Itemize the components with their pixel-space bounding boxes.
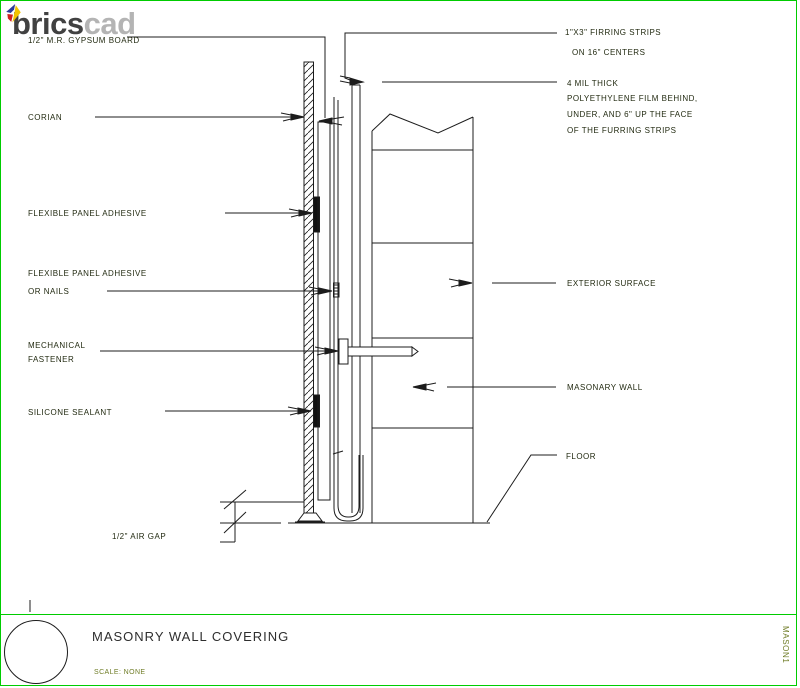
detail-drawing-linework xyxy=(29,32,557,612)
furring-strip xyxy=(351,84,361,513)
bricscad-logo-text: bricscad xyxy=(12,8,136,39)
logo-brand-dark: brics xyxy=(12,6,84,41)
label-poly-film-1: 4 MIL THICK xyxy=(567,79,619,88)
label-masonry-wall: MASONARY WALL xyxy=(567,383,643,392)
label-fastener-1: MECHANICAL xyxy=(28,341,86,350)
logo-brand-light: cad xyxy=(83,6,136,41)
panel-adhesive-blob xyxy=(313,196,320,233)
drawing-title: MASONRY WALL COVERING xyxy=(92,629,290,644)
drawing-scale: SCALE: NONE xyxy=(94,669,146,676)
leader-arrows xyxy=(280,75,473,416)
detail-bubble xyxy=(4,620,68,684)
label-firring-strips-1: 1"X3" FIRRING STRIPS xyxy=(565,28,662,37)
label-panel-adhesive: FLEXIBLE PANEL ADHESIVE xyxy=(28,209,147,218)
label-fastener-2: FASTENER xyxy=(28,355,75,364)
sheet-number: MASON1 xyxy=(781,626,790,664)
titleblock-divider xyxy=(0,614,797,615)
label-adhesive-nails-1: FLEXIBLE PANEL ADHESIVE xyxy=(28,269,147,278)
label-air-gap: 1/2" AIR GAP xyxy=(112,532,167,541)
label-floor: FLOOR xyxy=(566,452,597,461)
label-gypsum-board: 1/2" M.R. GYPSUM BOARD xyxy=(28,36,140,45)
bricscad-logo: bricscad xyxy=(6,4,136,39)
leader-lines xyxy=(95,32,557,523)
label-adhesive-nails-2: OR NAILS xyxy=(28,287,70,296)
bricscad-logo-icon xyxy=(6,4,21,23)
adhesive-dab xyxy=(333,282,340,298)
label-silicone-sealant: SILICONE SEALANT xyxy=(28,408,113,417)
label-poly-film-2: POLYETHYLENE FILM BEHIND, xyxy=(567,94,698,103)
polyethylene-film xyxy=(332,97,364,522)
floor-break xyxy=(220,489,304,543)
label-exterior-surface: EXTERIOR SURFACE xyxy=(567,279,656,288)
masonry-wall xyxy=(371,113,474,523)
label-firring-strips-2: ON 16" CENTERS xyxy=(572,48,646,57)
silicone-sealant-blob xyxy=(313,394,320,428)
mechanical-fastener xyxy=(338,338,419,365)
label-corian: CORIAN xyxy=(28,113,63,122)
label-poly-film-4: OF THE FURRING STRIPS xyxy=(567,126,677,135)
label-poly-film-3: UNDER, AND 6" UP THE FACE xyxy=(567,110,693,119)
gypsum-board xyxy=(317,121,331,501)
